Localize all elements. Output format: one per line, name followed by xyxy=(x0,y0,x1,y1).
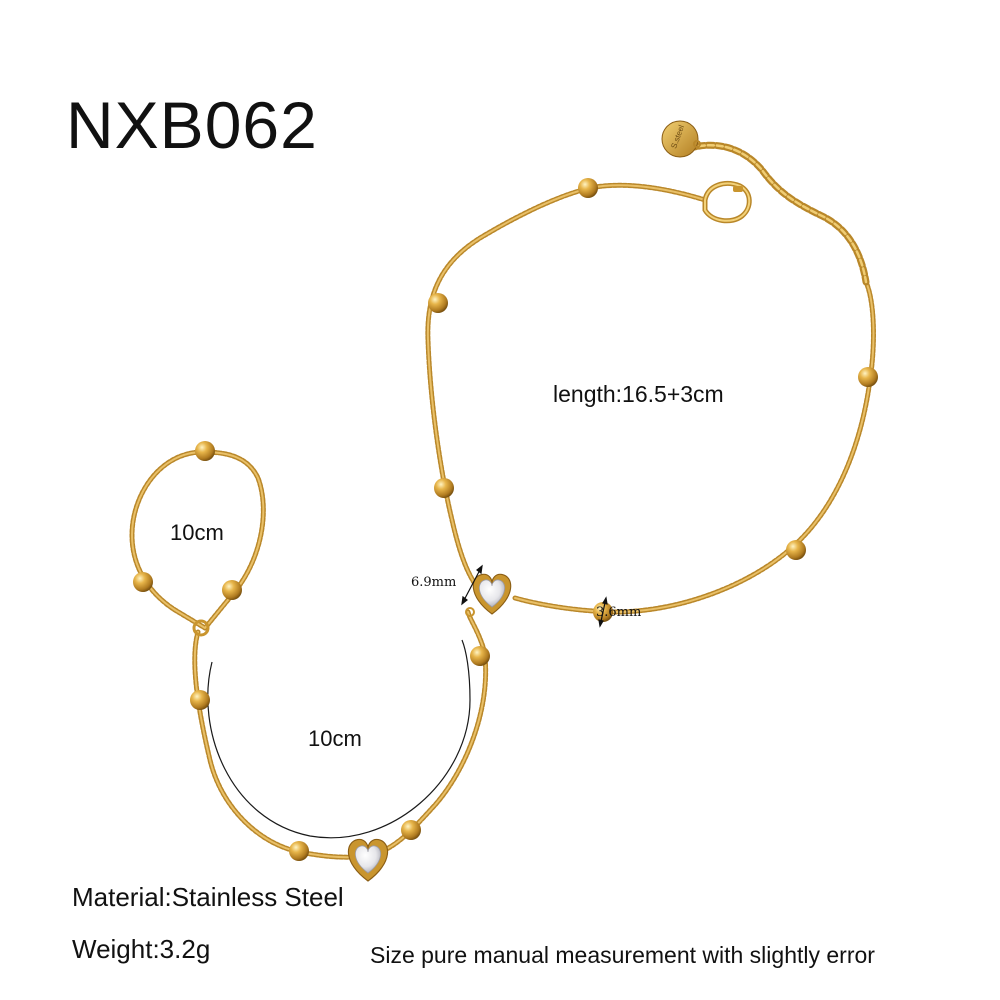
bead xyxy=(858,367,878,387)
product-code: NXB062 xyxy=(66,88,318,162)
bead xyxy=(428,293,448,313)
bead xyxy=(401,820,421,840)
steel-tag-icon xyxy=(661,120,701,158)
bracelet-length-label: length:16.5+3cm xyxy=(553,381,724,407)
bead xyxy=(434,478,454,498)
lobster-clasp xyxy=(702,181,752,224)
heart-charm-icon xyxy=(347,838,389,882)
material-label: Material:Stainless Steel xyxy=(72,882,344,912)
weight-label: Weight:3.2g xyxy=(72,934,211,964)
bead xyxy=(222,580,242,600)
bead xyxy=(578,178,598,198)
bead xyxy=(190,690,210,710)
heart-size-label: 6.9mm xyxy=(411,575,457,590)
bead-size-label: 3.6mm xyxy=(596,605,642,620)
measurement-arc xyxy=(207,639,471,839)
ring-size-label: 10cm xyxy=(170,520,224,545)
bead-size-arrow-icon xyxy=(598,596,608,628)
bead xyxy=(133,572,153,592)
beads xyxy=(133,178,878,861)
bracelet-chain-right xyxy=(512,279,876,615)
jump-ring xyxy=(192,619,210,637)
connector-length-label: 10cm xyxy=(308,726,362,751)
bead xyxy=(470,646,490,666)
bead xyxy=(786,540,806,560)
disclaimer-note: Size pure manual measurement with slight… xyxy=(370,942,875,968)
bead xyxy=(289,841,309,861)
heart-size-arrow-icon xyxy=(461,564,483,606)
heart-charm-icon xyxy=(472,573,512,615)
extender-chain xyxy=(686,141,870,286)
chains xyxy=(129,141,876,860)
bead xyxy=(195,441,215,461)
